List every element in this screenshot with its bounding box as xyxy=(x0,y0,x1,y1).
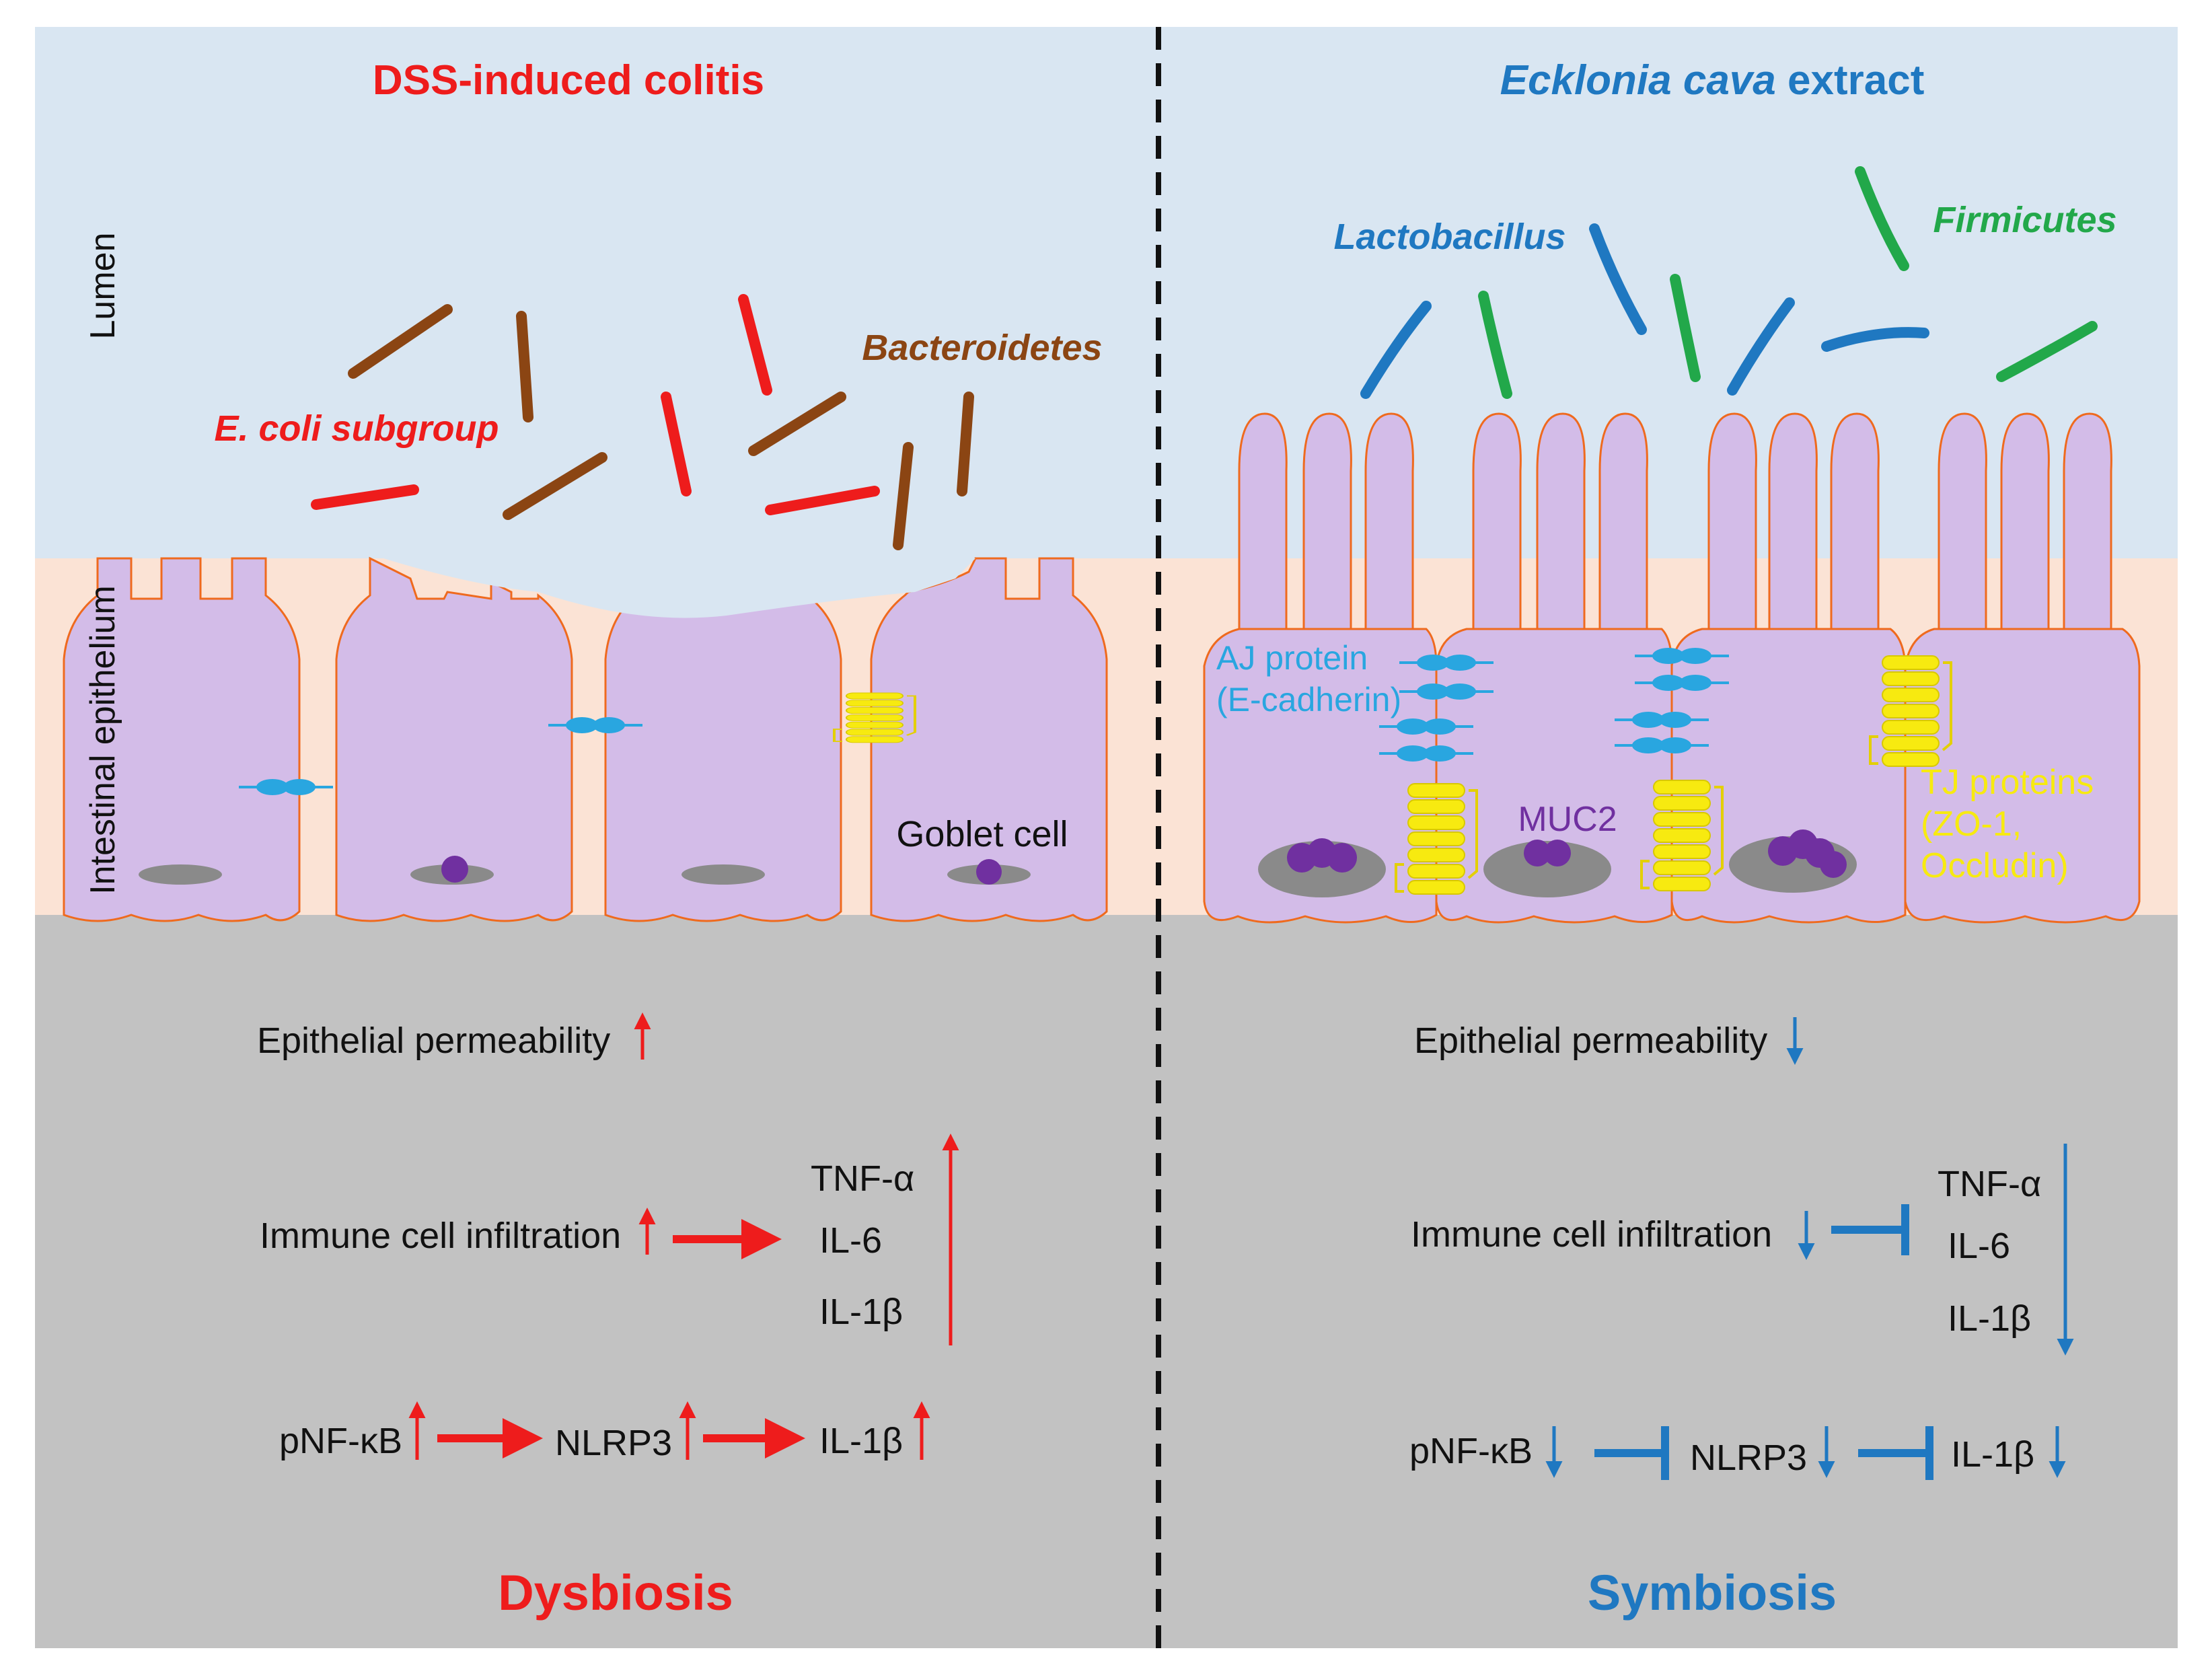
epithelial-cell xyxy=(1435,412,1673,924)
pathway-pnfkb: pNF-κB xyxy=(1409,1431,1533,1471)
left-permeability-text: Epithelial permeability xyxy=(257,1021,610,1061)
bacteroidetes-rod xyxy=(893,442,914,550)
nucleus xyxy=(139,864,222,885)
lactobacillus-rod xyxy=(1821,327,1929,352)
ecoli-rod xyxy=(738,294,772,396)
lactobacillus-rod xyxy=(1360,301,1432,399)
dysbiosis-label: Dysbiosis xyxy=(498,1565,733,1621)
symbiosis-label: Symbiosis xyxy=(1588,1565,1837,1621)
ecoli-rod xyxy=(765,486,880,515)
epithelial-cell xyxy=(1670,412,1907,924)
cytokine-il6: IL-6 xyxy=(819,1220,882,1261)
bacteroidetes-rod xyxy=(348,304,453,379)
right-bacteria xyxy=(1360,166,2098,399)
right-title: Ecklonia cava extract xyxy=(1500,57,1925,104)
ecoli-label: E. coli subgroup xyxy=(214,408,499,449)
firmicutes-rod xyxy=(1670,274,1701,382)
cytokine-il1b: IL-1β xyxy=(1948,1298,2031,1339)
left-bacteria xyxy=(311,294,974,550)
nucleus xyxy=(1483,841,1611,897)
left-title: DSS-induced colitis xyxy=(373,57,764,104)
goblet-cell-label: Goblet cell xyxy=(896,814,1068,854)
pathway-il1b: IL-1β xyxy=(1951,1434,2034,1475)
pathway-nlrp3: NLRP3 xyxy=(1690,1438,1807,1478)
muc2-label: MUC2 xyxy=(1518,800,1617,839)
right-pathway: Epithelial permeability Immune cell infi… xyxy=(1409,1017,2074,1480)
ecoli-rod xyxy=(311,484,419,510)
pathway-nlrp3: NLRP3 xyxy=(555,1423,672,1463)
mucin-granule xyxy=(976,859,1002,885)
inhibit-bar-icon xyxy=(1594,1426,1669,1480)
lumen-label: Lumen xyxy=(83,233,122,340)
lactobacillus-label: Lactobacillus xyxy=(1333,217,1565,257)
lamina-propria-background xyxy=(35,915,2178,1648)
cytokine-il1b: IL-1β xyxy=(819,1292,903,1332)
inhibit-bar-icon xyxy=(1831,1204,1909,1255)
firmicutes-rod xyxy=(1855,166,1909,271)
epithelial-cell xyxy=(335,556,573,922)
ecoli-rod xyxy=(661,392,692,496)
cytokine-tnf: TNF-α xyxy=(1938,1164,2041,1204)
bacteroidetes-rod xyxy=(748,392,846,456)
bacteroidetes-rod xyxy=(503,452,607,520)
left-epithelium xyxy=(63,556,1108,922)
cytokine-tnf: TNF-α xyxy=(811,1158,914,1199)
bacteroidetes-rod xyxy=(957,392,974,496)
epithelial-cell xyxy=(63,557,301,922)
inhibit-bar-icon xyxy=(1858,1426,1933,1480)
left-pathway: Epithelial permeability Immune cell infi… xyxy=(257,1012,959,1463)
epithelial-cell xyxy=(1203,412,1438,924)
mucin-granule xyxy=(441,856,468,883)
right-epithelium xyxy=(1203,412,2141,924)
pathway-il1b: IL-1β xyxy=(819,1421,903,1461)
tj-proteins-label: TJ proteins (ZO-1, Occludin) xyxy=(1921,763,2104,885)
right-immune-text: Immune cell infiltration xyxy=(1411,1214,1772,1255)
firmicutes-rod xyxy=(1996,321,2098,382)
nucleus xyxy=(681,864,765,885)
mucosal-damage xyxy=(383,558,975,618)
firmicutes-label: Firmicutes xyxy=(1933,200,2116,240)
pathway-pnfkb: pNF-κB xyxy=(279,1421,402,1461)
epithelium-label: Intestinal epithelium xyxy=(83,585,122,895)
lactobacillus-rod xyxy=(1727,297,1795,396)
epithelial-cell xyxy=(870,557,1108,922)
left-immune-text: Immune cell infiltration xyxy=(260,1216,621,1256)
bacteroidetes-rod xyxy=(516,311,533,422)
aj-protein-label: AJ protein (E-cadherin) xyxy=(1216,639,1401,718)
epithelial-cell xyxy=(1904,412,2141,924)
firmicutes-rod xyxy=(1478,291,1512,399)
cytokine-il6: IL-6 xyxy=(1948,1226,2010,1266)
lumen-background xyxy=(35,27,2178,558)
muc2-granules xyxy=(1287,829,1847,878)
right-permeability-text: Epithelial permeability xyxy=(1414,1021,1767,1061)
bacteroidetes-label: Bacteroidetes xyxy=(862,328,1102,368)
lactobacillus-rod xyxy=(1589,223,1647,335)
